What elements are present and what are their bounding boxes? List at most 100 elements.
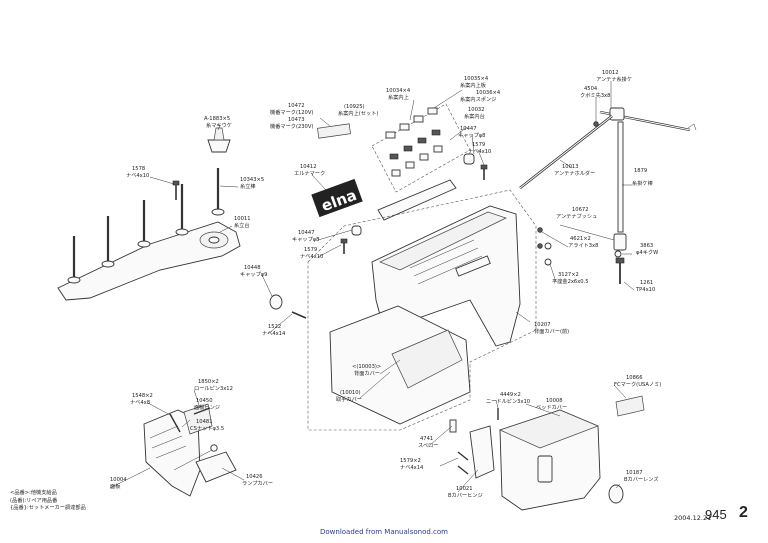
legend-line-supplied: <品番>:他機支給品 — [10, 490, 57, 496]
thread-guide-plate-1 — [391, 169, 401, 177]
fc-mark-plate — [615, 395, 645, 417]
rear-cover-slot-2 — [413, 247, 479, 277]
label-10013: 10013 — [562, 164, 579, 170]
thread-post-rod — [617, 121, 624, 233]
label-10426: 10426 — [246, 474, 263, 480]
rear-cover-slot-1 — [409, 239, 475, 269]
spool-holder-cap — [207, 139, 231, 153]
label-3127-name: 平座金2x6x0.5 — [552, 277, 589, 285]
screw-1579-top-head — [480, 164, 488, 170]
thread-guide-base — [377, 179, 457, 221]
lock-washer — [614, 250, 622, 258]
spacer-4741 — [449, 419, 457, 433]
spool-stand-hub-hole — [208, 236, 220, 244]
rear-cover-slot-3 — [417, 255, 483, 285]
face-plate-rib-2 — [151, 435, 183, 449]
label-10004: 10004 — [110, 477, 127, 483]
label-10473: 10473 — [288, 117, 305, 123]
label-10003: <(10003)> — [352, 364, 381, 370]
face-plate — [143, 409, 201, 497]
label-10447-mid-name: キャップφ8 — [292, 236, 319, 243]
label-1578: 1578 — [132, 166, 145, 172]
download-footer-link[interactable]: Downloaded from Manualsonod.com — [320, 528, 448, 536]
screw-4621-b — [537, 243, 543, 249]
antenna-guide-hook — [687, 123, 697, 131]
label-1883: A-1883×5 — [204, 116, 230, 122]
label-10004-name: 面板 — [110, 482, 121, 490]
label-10343-name: 糸立棒 — [240, 182, 256, 190]
label-10034: 10034×4 — [386, 88, 411, 94]
label-10012: 10012 — [602, 70, 619, 76]
label-1579-bottom-name: ナベ4x14 — [400, 464, 424, 471]
screw-1548 — [169, 413, 181, 433]
screw-1579-bottom-2 — [457, 465, 469, 475]
label-10343: 10343×5 — [240, 177, 264, 183]
bed-cover-top — [499, 409, 599, 449]
label-1579-bottom: 1579×2 — [400, 458, 421, 464]
spool-pin-base-3 — [137, 240, 151, 248]
label-10925: (10925) — [344, 104, 365, 110]
cap-10448 — [269, 294, 283, 310]
antenna-assembly — [519, 107, 697, 284]
assembly-dashed-box — [307, 189, 537, 431]
thread-guide-top-3 — [413, 115, 424, 123]
label-1548: 1548×2 — [132, 393, 153, 399]
rear-cover-top-panel — [379, 211, 507, 271]
antenna-joint — [609, 107, 625, 121]
face-plate-rib-1 — [149, 425, 179, 439]
label-10035: 10035×4 — [464, 76, 489, 82]
label-4449: 4449×2 — [500, 392, 521, 398]
label-1879: 1879 — [634, 168, 647, 174]
label-10412-name: エルナマーク — [294, 170, 325, 177]
label-4504: 4504 — [584, 86, 598, 92]
label-10011-name: 糸立台 — [234, 221, 250, 229]
spool-pin-base-4 — [175, 228, 189, 236]
label-10012-name: アンテナ糸掛ケ — [596, 75, 632, 83]
label-1883-name: 糸マキウケ — [206, 121, 232, 129]
thread-guide-plate-3 — [419, 153, 429, 161]
part-labels: 10012 アンテナ糸掛ケ 4504 クボミ先3x8 10013 アンテナホルダ… — [110, 70, 661, 499]
legend-line-set-maker: {品番}:セットメーカー調達部品 — [10, 505, 86, 512]
label-10450-name: 面板ヒンジ — [194, 403, 220, 411]
label-4741-name: スペロー — [418, 442, 438, 449]
cs-nut-10481 — [210, 444, 218, 452]
label-4621: 4621×2 — [570, 236, 591, 242]
label-1578-name: ナベ4x10 — [126, 172, 149, 179]
elna-mark: elna — [311, 178, 363, 218]
label-10010-name: 取手カバー — [336, 395, 362, 403]
label-10207-name: 背面カバー(前) — [534, 327, 569, 335]
label-10866: 10866 — [626, 375, 643, 381]
label-10426-name: ランプカバー — [242, 480, 273, 487]
label-10866-name: FCマーク(USAノミ) — [614, 381, 661, 388]
label-10187-name: Bカバーレンズ — [624, 475, 659, 483]
label-4621-name: アライト3x8 — [568, 242, 598, 249]
thread-guide-sponge-4 — [431, 129, 441, 136]
rear-cover-vent — [455, 255, 491, 277]
label-10187: 10187 — [626, 470, 643, 476]
label-10003-name: 背面カバー — [354, 369, 380, 377]
label-10450: 10450 — [196, 398, 213, 404]
legend: <品番>:他機支給品 (品番):リペア用品番 {品番}:セットメーカー調達部品 — [10, 490, 86, 513]
label-10032-name: 糸案内台 — [464, 112, 485, 120]
label-1261: 1261 — [640, 280, 653, 286]
label-4504-name: クボミ先3x8 — [580, 91, 610, 99]
label-1850-name: ロールピン3x12 — [194, 385, 233, 392]
label-3127: 3127×2 — [558, 272, 579, 278]
label-10013-name: アンテナホルダー — [554, 169, 595, 177]
antenna-bushing — [613, 233, 627, 251]
label-10011: 10011 — [234, 216, 251, 222]
label-10036-name: 糸案内スポンジ — [460, 95, 496, 103]
serial-mark-plate — [317, 123, 351, 139]
screw-1579-bottom — [457, 451, 469, 461]
label-10447-top-name: キャップφ8 — [458, 132, 485, 139]
screw-4621-a — [537, 227, 543, 233]
page-number: 2 — [739, 504, 748, 521]
handle-cover — [391, 329, 463, 389]
label-10035-name: 糸案内上板 — [460, 81, 487, 89]
label-1879-name: 糸掛ケ棒 — [632, 179, 654, 187]
label-1579-top-name: ナベ4x10 — [468, 148, 491, 155]
spool-pin-base-2 — [101, 260, 115, 268]
face-plate-assembly — [143, 403, 237, 497]
screw-1522 — [291, 311, 307, 319]
